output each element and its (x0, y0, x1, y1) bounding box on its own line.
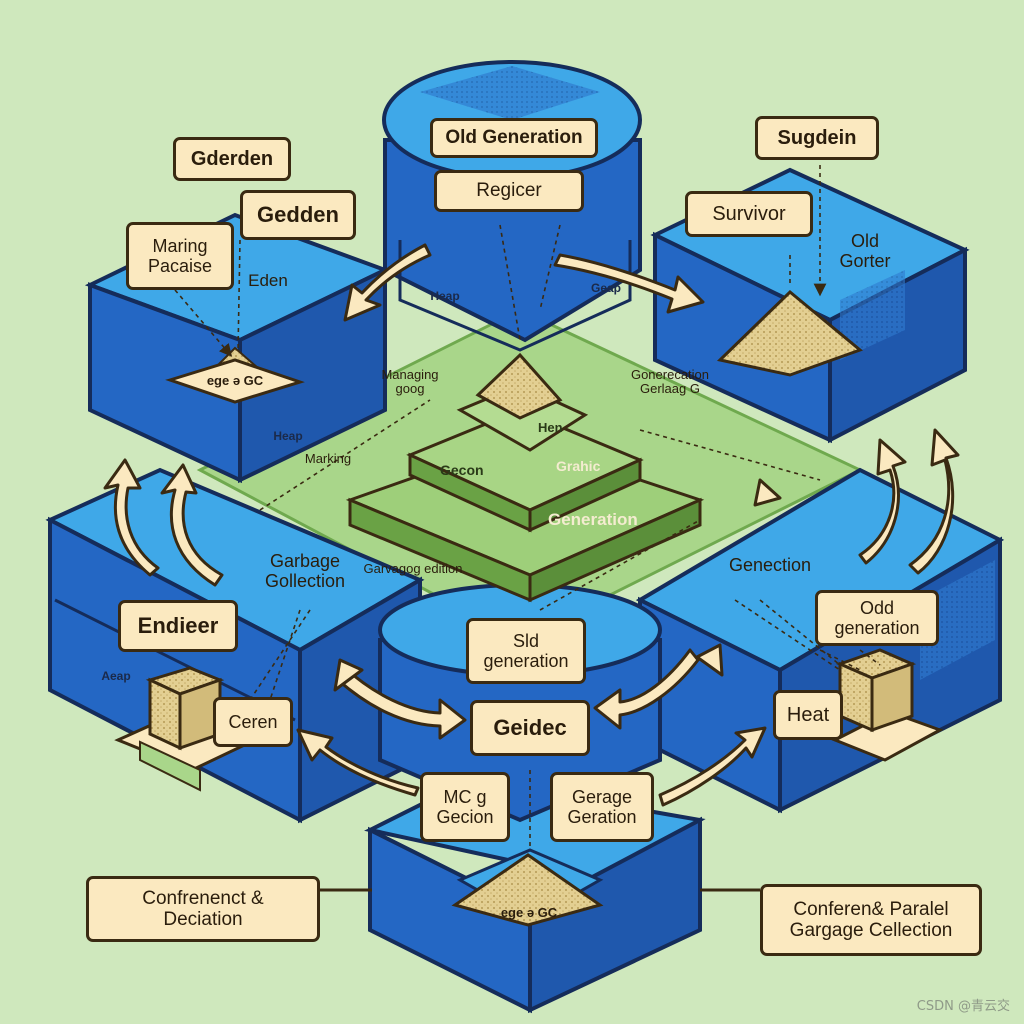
label-geidec: Geidec (470, 700, 590, 756)
label-aeap: Aeap (101, 669, 131, 683)
label-old-gorter: Old Gorter (839, 231, 891, 271)
label-endieer: Endieer (118, 600, 238, 652)
label-managing-goog: Managing goog (381, 367, 439, 397)
label-maring-pacaise: Maring Pacaise (126, 222, 234, 290)
label-marking: Marking (304, 451, 352, 466)
label-survivor: Survivor (685, 191, 813, 237)
label-ceren: Ceren (213, 697, 293, 747)
label-sld-generation: Sld generation (466, 618, 586, 684)
label-register: Regicer (434, 170, 584, 212)
pyramid-label-graphic: Grahic (556, 458, 601, 474)
pyramid-label-hen: Hen (538, 420, 563, 435)
cube-right (831, 648, 944, 762)
label-eden: Eden (248, 271, 288, 290)
flow-arrows (103, 243, 960, 807)
label-gc-left: ege ə GC (206, 373, 264, 388)
label-garbage-collection-left: Garbage Gollection (264, 551, 346, 591)
sand-pyramid-bottom (451, 853, 604, 927)
label-genection: Genection (728, 555, 812, 575)
label-gc-bottom: ege ə GC (500, 905, 558, 920)
label-heap-mid: Heap (430, 289, 460, 303)
label-gedden: Gedden (240, 190, 356, 240)
central-pyramid (345, 352, 705, 603)
gc-plate-left (165, 358, 305, 404)
label-gerage-generation: Gerage Geration (550, 772, 654, 842)
label-heat: Heat (773, 690, 843, 740)
label-gderden: Gderden (173, 137, 291, 181)
watermark: CSDN @青云交 (916, 999, 1010, 1014)
dashed-connectors (174, 165, 881, 850)
label-garbage-edition: Garvagog edition (363, 561, 463, 576)
label-gongeneration: Gonerecation Gerlaag G (630, 367, 710, 397)
pyramid-label-generation: Generation (548, 510, 638, 529)
label-old-generation-top: Old Generation (430, 118, 598, 158)
label-sugdein: Sugdein (755, 116, 879, 160)
pyramid-label-gecon: Gecon (440, 462, 484, 478)
label-confrenenct-deciation: Confrenenct & Deciation (86, 876, 320, 942)
label-concurrent-parallel: Conferen& Paralel Gargage Cellection (760, 884, 982, 956)
label-odd-generation: Odd generation (815, 590, 939, 646)
label-mc-gecion: MC g Gecion (420, 772, 510, 842)
label-heap-left: Heap (273, 429, 303, 443)
label-geap: Geap (590, 281, 621, 295)
sand-pyramid-right (716, 289, 863, 377)
